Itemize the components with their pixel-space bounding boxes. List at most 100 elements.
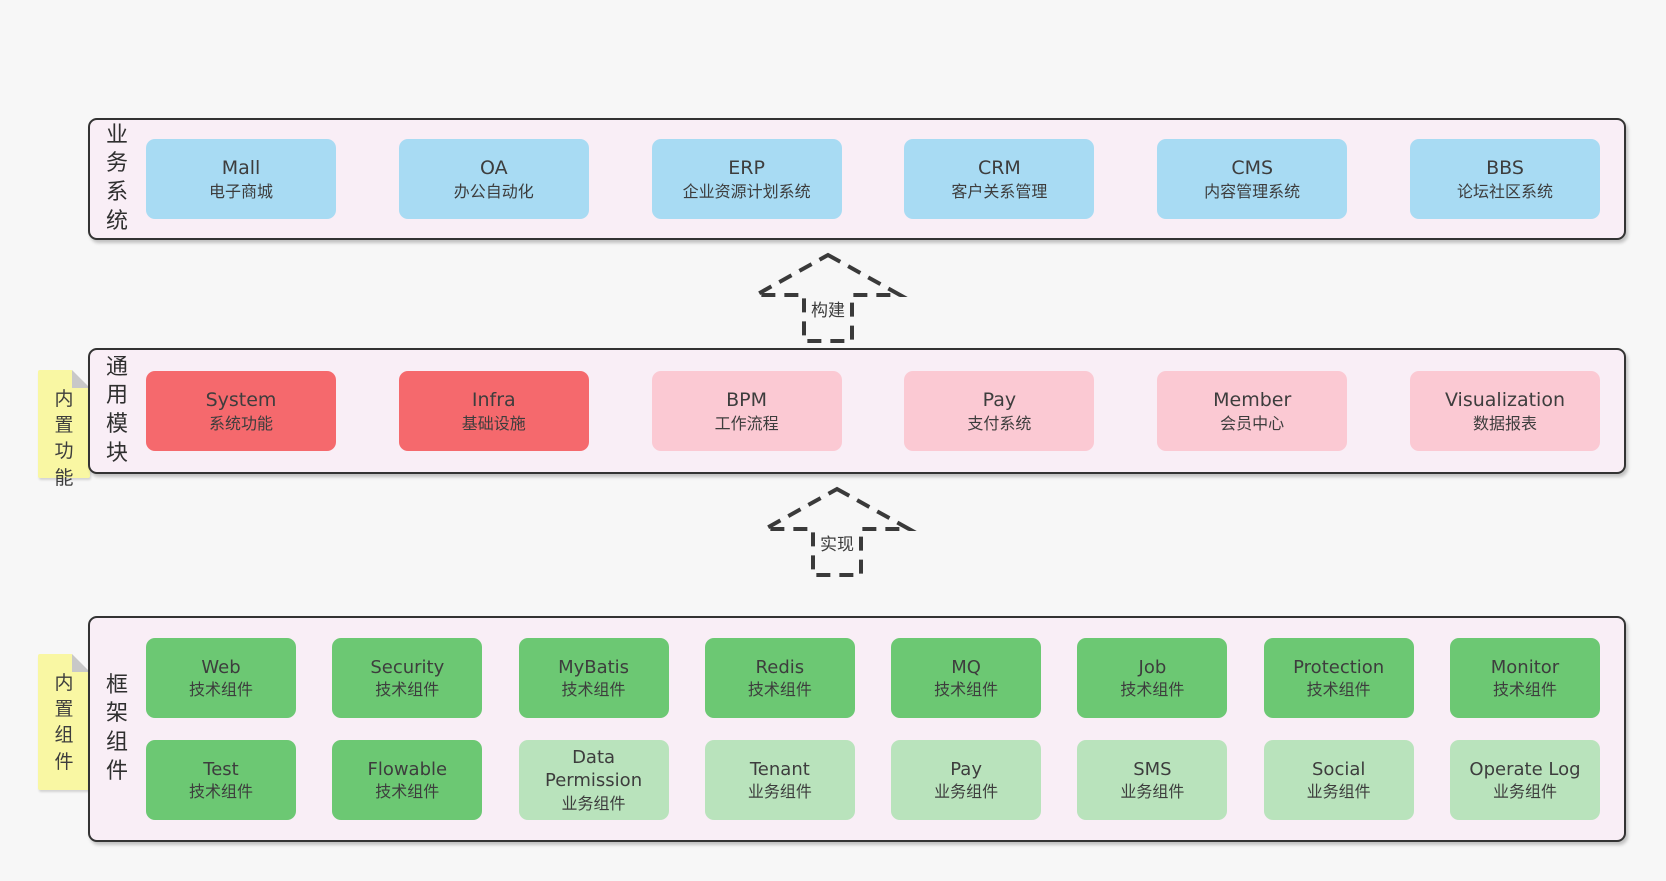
- vertical-char: 模: [105, 412, 128, 437]
- panel-label-framework: 框架组件: [90, 618, 144, 840]
- box-desc: 业务组件: [1306, 781, 1371, 801]
- box-desc: 技术组件: [561, 679, 626, 699]
- box-name: Member: [1213, 388, 1292, 411]
- arrow-build: 构建: [748, 250, 908, 346]
- sticky-note-framework: 内置组件: [38, 654, 90, 790]
- box-desc: 内容管理系统: [1204, 181, 1301, 201]
- sticky-note-modules: 内置功能: [38, 370, 90, 489]
- box-desc: 技术组件: [375, 781, 440, 801]
- vertical-char: 内: [54, 672, 74, 694]
- box-name: MyBatis: [558, 656, 630, 678]
- box-name: BBS: [1486, 156, 1524, 179]
- vertical-char: 件: [54, 750, 74, 773]
- vertical-char: 组: [105, 730, 128, 755]
- box-name: Visualization: [1444, 388, 1565, 411]
- box-desc: 业务组件: [561, 793, 626, 813]
- arrow-build-label: 构建: [808, 296, 848, 321]
- box-name: Pay: [950, 758, 982, 780]
- box-name: Data Permission: [545, 746, 643, 792]
- vertical-char: 通: [105, 354, 128, 380]
- box-name: Social: [1312, 758, 1366, 780]
- vertical-char: 内: [54, 388, 74, 410]
- vertical-char: 架: [105, 701, 128, 727]
- box-name: CMS: [1231, 156, 1274, 179]
- box-name: SMS: [1133, 758, 1172, 780]
- box-name: MQ: [951, 656, 981, 678]
- box-desc: 会员中心: [1220, 413, 1285, 433]
- vertical-char: 务: [105, 151, 128, 177]
- vertical-char: 用: [105, 383, 128, 409]
- box-name: ERP: [728, 156, 765, 179]
- box-desc: 企业资源计划系统: [682, 181, 811, 201]
- box-name: Redis: [755, 656, 805, 678]
- box-name: System: [205, 388, 277, 411]
- box-desc: 技术组件: [1492, 679, 1557, 699]
- vertical-char: 块: [105, 440, 128, 466]
- box-name: BPM: [726, 388, 768, 411]
- vertical-char: 业: [105, 122, 128, 148]
- box-desc: 技术组件: [1120, 679, 1185, 699]
- box-desc: 业务组件: [747, 781, 812, 801]
- vertical-char: 置: [54, 414, 74, 437]
- box-name: Mall: [221, 156, 261, 179]
- box-desc: 技术组件: [1306, 679, 1371, 699]
- box-name: Operate Log: [1469, 758, 1581, 780]
- box-desc: 业务组件: [1120, 781, 1185, 801]
- box-name: Flowable: [367, 758, 448, 780]
- box-name: OA: [479, 156, 508, 179]
- box-name: Protection: [1293, 656, 1385, 678]
- arrow-implement: 实现: [757, 484, 917, 580]
- box-desc: 工作流程: [714, 413, 779, 433]
- vertical-char: 置: [54, 698, 74, 721]
- box-desc: 技术组件: [188, 679, 253, 699]
- panel-label-business: 业务系统: [90, 120, 144, 238]
- box-name: Web: [201, 656, 241, 678]
- vertical-char: 能: [54, 466, 74, 489]
- box-name: Infra: [471, 388, 516, 411]
- box-desc: 技术组件: [188, 781, 253, 801]
- box-desc: 客户关系管理: [951, 181, 1048, 201]
- vertical-char: 件: [105, 758, 128, 784]
- vertical-char: 组: [54, 724, 74, 747]
- box-name: Test: [203, 758, 239, 780]
- box-desc: 技术组件: [934, 679, 999, 699]
- box-desc: 业务组件: [1492, 781, 1557, 801]
- dashed-up-arrow-icon: [748, 252, 908, 343]
- panel-label-modules: 通用模块: [90, 350, 144, 472]
- vertical-char: 功: [54, 440, 74, 463]
- box-desc: 数据报表: [1472, 413, 1537, 433]
- box-desc: 支付系统: [967, 413, 1032, 433]
